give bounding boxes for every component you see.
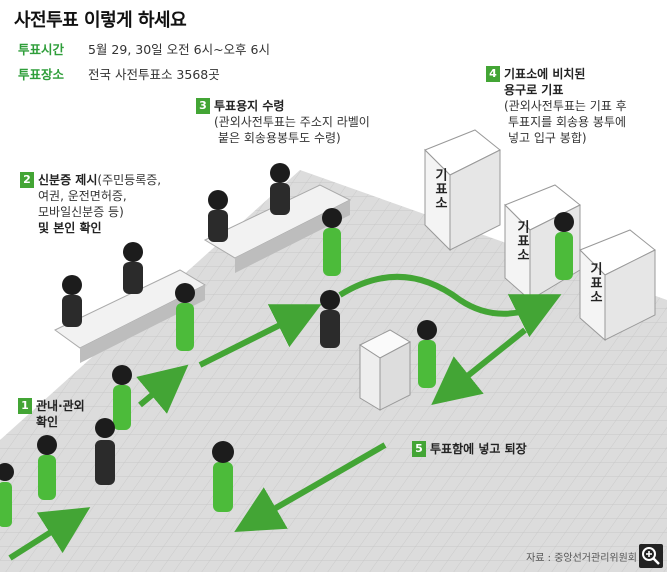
voting-booth-3 xyxy=(579,229,656,342)
info-place-row: 투표장소 전국 사전투표소 3568곳 xyxy=(18,64,220,83)
source-credit: 자료 : 중앙선거관리위원회 xyxy=(526,553,637,564)
step-2-title-line-2: 및 본인 확인 xyxy=(38,221,102,235)
booth-label-3: 기표소 xyxy=(587,262,602,304)
step-1: 1 관내·관외 확인 xyxy=(18,398,85,430)
booth-label-2: 기표소 xyxy=(514,220,529,262)
step-4-number: 4 xyxy=(486,66,500,82)
flow-arrow-2 xyxy=(136,364,189,414)
voter-2 xyxy=(37,435,57,500)
step-3: 3 투표용지 수령 (관외사전투표는 주소지 라벨이 붙은 회송용봉투도 수령) xyxy=(196,98,370,146)
voting-booth-1 xyxy=(424,129,501,252)
voter-1 xyxy=(0,463,14,527)
official-6 xyxy=(95,418,115,485)
step-3-desc-line-1: (관외사전투표는 주소지 라벨이 xyxy=(214,115,370,129)
step-5: 5 투표함에 넣고 퇴장 xyxy=(412,441,527,457)
voter-8 xyxy=(212,441,234,512)
officials xyxy=(62,163,340,485)
step-1-number: 1 xyxy=(18,398,32,414)
zoom-in-icon xyxy=(642,547,660,565)
step-3-title: 투표용지 수령 xyxy=(214,99,285,113)
step-1-title-line-2: 확인 xyxy=(36,415,59,429)
official-4 xyxy=(270,163,290,215)
voter-4 xyxy=(175,283,195,351)
step-5-number: 5 xyxy=(412,441,426,457)
booth-label-1: 기표소 xyxy=(432,168,447,210)
info-time-value: 5월 29, 30일 오전 6시~오후 6시 xyxy=(87,42,270,57)
zoom-button[interactable] xyxy=(639,544,663,568)
step-2-desc-line-1: (주민등록증, xyxy=(97,173,162,187)
flow-arrow-6 xyxy=(234,442,387,532)
official-5 xyxy=(320,290,340,348)
official-2 xyxy=(123,242,143,294)
ballot-box xyxy=(358,329,412,411)
step-4: 4 기표소에 비치된 용구로 기표 (관외사전투표는 기표 후 투표지를 회송용 … xyxy=(486,66,627,146)
voter-3 xyxy=(112,365,132,430)
step-2-desc-line-3: 모바일신분증 등) xyxy=(38,205,124,219)
step-5-title: 투표함에 넣고 퇴장 xyxy=(430,442,527,456)
step-2-title: 신분증 제시 xyxy=(38,173,98,187)
step-2-desc-line-2: 여권, 운전면허증, xyxy=(38,189,127,203)
step-4-desc-line-1: (관외사전투표는 기표 후 xyxy=(504,99,627,113)
info-time-label: 투표시간 xyxy=(18,42,65,57)
flow-arrow-5 xyxy=(431,327,527,405)
step-4-desc-line-2: 투표지를 회송용 봉투에 xyxy=(508,115,627,129)
official-1 xyxy=(62,275,82,327)
flow-arrow-1 xyxy=(8,507,91,561)
page-title: 사전투표 이렇게 하세요 xyxy=(14,10,187,31)
info-place-value: 전국 사전투표소 3568곳 xyxy=(87,67,220,82)
step-4-desc-line-3: 넣고 입구 봉합) xyxy=(508,131,587,145)
voter-6 xyxy=(417,320,437,388)
step-3-number: 3 xyxy=(196,98,210,114)
floor xyxy=(0,170,667,572)
official-3 xyxy=(208,190,228,242)
flow-arrow-3 xyxy=(198,304,322,368)
info-time-row: 투표시간 5월 29, 30일 오전 6시~오후 6시 xyxy=(18,39,270,58)
voter-7 xyxy=(554,212,574,280)
step-2: 2 신분증 제시(주민등록증, 여권, 운전면허증, 모바일신분증 등) 및 본인… xyxy=(20,172,161,236)
voter-5 xyxy=(322,208,342,276)
flow-arrow-4 xyxy=(338,273,562,338)
step-3-desc-line-2: 붙은 회송용봉투도 수령) xyxy=(218,131,341,145)
step-1-title-line-1: 관내·관외 xyxy=(36,399,85,413)
voters xyxy=(0,208,574,527)
info-place-label: 투표장소 xyxy=(18,67,65,82)
step-4-title-line-2: 용구로 기표 xyxy=(504,83,564,97)
step-2-number: 2 xyxy=(20,172,34,188)
step-4-title-line-1: 기표소에 비치된 xyxy=(504,67,586,81)
